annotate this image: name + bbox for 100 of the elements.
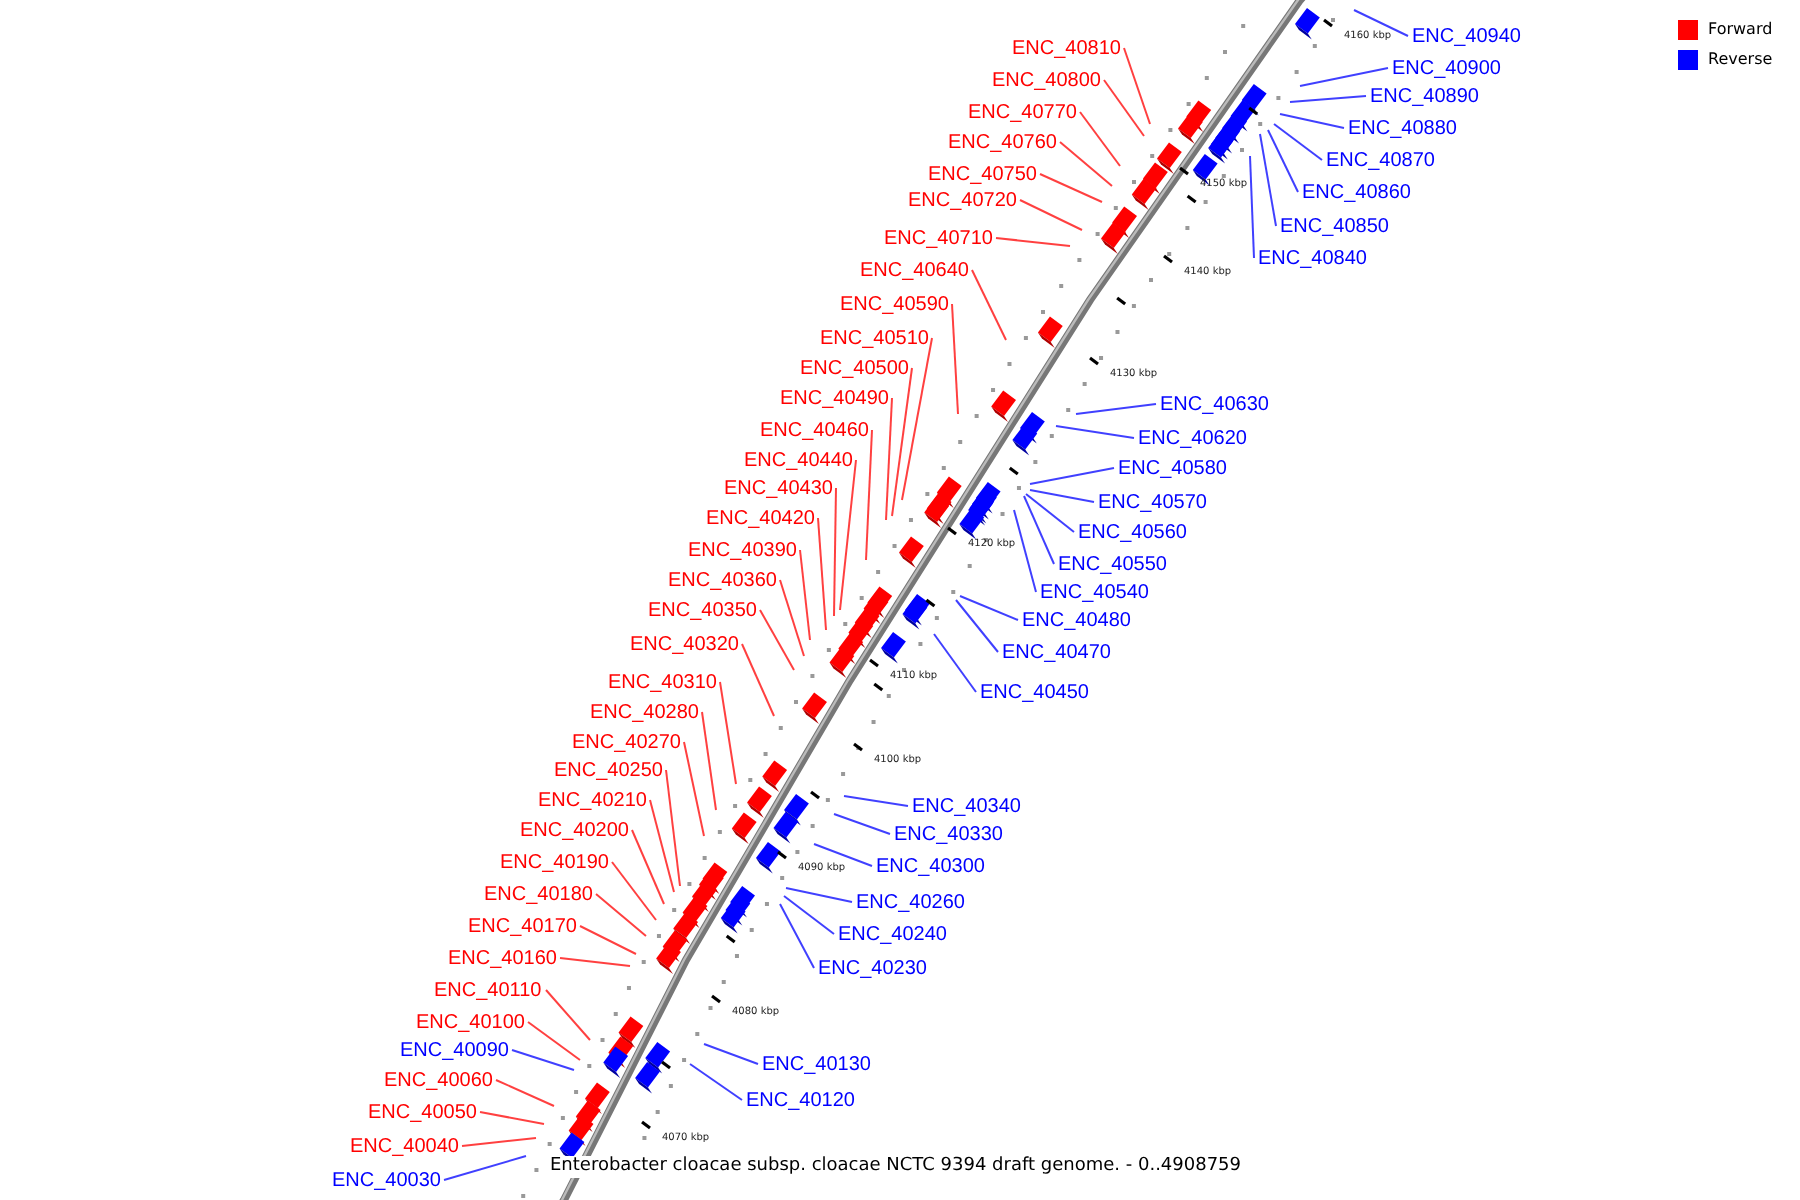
leader-line (443, 1155, 527, 1181)
leader-line (1039, 173, 1103, 203)
gene-label: ENC_40210 (538, 789, 647, 811)
leader-line (955, 599, 999, 653)
gene-label: ENC_40110 (434, 979, 542, 1001)
gene-label: ENC_40770 (968, 101, 1077, 123)
leader-line (631, 829, 665, 905)
gene-label: ENC_40800 (992, 69, 1101, 91)
leader-line (495, 1079, 555, 1107)
gene-label: ENC_40060 (384, 1069, 493, 1091)
leader-line (527, 1021, 581, 1061)
gene-label: ENC_40330 (894, 823, 1003, 845)
gene-label: ENC_40720 (908, 189, 1017, 211)
leader-line (1019, 199, 1083, 231)
gene-label: ENC_40870 (1326, 149, 1435, 171)
gene-label: ENC_40940 (1412, 25, 1521, 47)
leader-line (611, 861, 657, 921)
gene-label: ENC_40100 (416, 1011, 525, 1033)
gene-label: ENC_40420 (706, 507, 815, 529)
leader-line (1299, 67, 1389, 87)
leader-line (783, 895, 835, 935)
leader-line (959, 595, 1019, 621)
leader-line (703, 1043, 759, 1065)
gene-label: ENC_40550 (1058, 553, 1167, 575)
leader-line (479, 1111, 545, 1125)
gene-label: ENC_40490 (780, 387, 889, 409)
gene-label: ENC_40160 (448, 947, 557, 969)
gene-label: ENC_40470 (1002, 641, 1111, 663)
leader-line (559, 957, 631, 967)
gene-label: ENC_40390 (688, 539, 797, 561)
gene-label: ENC_40300 (876, 855, 985, 877)
leader-line (1025, 493, 1075, 533)
gene-label: ENC_40360 (668, 569, 777, 591)
gene-label: ENC_40540 (1040, 581, 1149, 603)
gene-label: ENC_40170 (468, 915, 577, 937)
gene-label: ENC_40710 (884, 227, 993, 249)
gene-label: ENC_40030 (332, 1169, 441, 1191)
gene-label: ENC_40230 (818, 957, 927, 979)
gene-label: ENC_40310 (608, 671, 717, 693)
leader-line (799, 549, 811, 641)
gene-label: ENC_40900 (1392, 57, 1501, 79)
gene-label: ENC_40190 (500, 851, 609, 873)
gene-label: ENC_40810 (1012, 37, 1121, 59)
leader-line (1055, 425, 1135, 439)
gene-label: ENC_40850 (1280, 215, 1389, 237)
gene-label: ENC_40480 (1022, 609, 1131, 631)
gene-label: ENC_40880 (1348, 117, 1457, 139)
leader-line (843, 795, 909, 807)
gene-label: ENC_40280 (590, 701, 699, 723)
leader-line (545, 989, 591, 1041)
gene-label: ENC_40120 (746, 1089, 855, 1111)
gene-label: ENC_40500 (800, 357, 909, 379)
leader-line (971, 269, 1007, 341)
leader-line (1079, 111, 1121, 167)
leader-line (665, 769, 681, 887)
leader-line (779, 579, 805, 657)
leader-line (901, 337, 933, 501)
leader-line (885, 397, 893, 521)
leader-line (817, 517, 827, 631)
gene-label: ENC_40460 (760, 419, 869, 441)
legend-label: Reverse (1708, 50, 1773, 70)
gene-label: ENC_40240 (838, 923, 947, 945)
legend-label: Forward (1708, 20, 1773, 40)
leader-line (689, 1063, 743, 1101)
leader-line (1249, 155, 1255, 259)
gene-label: ENC_40320 (630, 633, 739, 655)
gene-label: ENC_40570 (1098, 491, 1207, 513)
leader-line (741, 643, 775, 717)
gene-label: ENC_40180 (484, 883, 593, 905)
gene-label: ENC_40630 (1160, 393, 1269, 415)
leader-line (1273, 123, 1323, 161)
leader-line (1259, 133, 1277, 227)
gene-label: ENC_40560 (1078, 521, 1187, 543)
gene-label: ENC_40590 (840, 293, 949, 315)
caption: Enterobacter cloacae subsp. cloacae NCTC 9394 draft genome. - 0..4908759 (548, 1156, 1244, 1178)
leader-line (1279, 113, 1345, 129)
leader-line (511, 1049, 575, 1071)
leader-line (1023, 495, 1055, 565)
leader-line (1289, 95, 1367, 103)
leader-line (701, 711, 717, 811)
leader-line (1029, 467, 1115, 485)
leader-line (813, 843, 873, 867)
gene-label: ENC_40640 (860, 259, 969, 281)
leader-line (951, 303, 959, 415)
gene-label: ENC_40250 (554, 759, 663, 781)
leader-line (995, 237, 1071, 247)
leader-line (785, 887, 853, 903)
gene-label: ENC_40050 (368, 1101, 477, 1123)
gene-label: ENC_40430 (724, 477, 833, 499)
gene-label: ENC_40350 (648, 599, 757, 621)
leader-line (461, 1137, 537, 1147)
leader-line (1075, 403, 1157, 415)
leader-line (649, 799, 675, 893)
gene-label: ENC_40090 (400, 1039, 509, 1061)
leader-line (833, 813, 891, 835)
leader-line (891, 367, 913, 517)
leader-line (683, 741, 705, 837)
gene-label: ENC_40840 (1258, 247, 1367, 269)
gene-label: ENC_40260 (856, 891, 965, 913)
gene-label: ENC_40450 (980, 681, 1089, 703)
